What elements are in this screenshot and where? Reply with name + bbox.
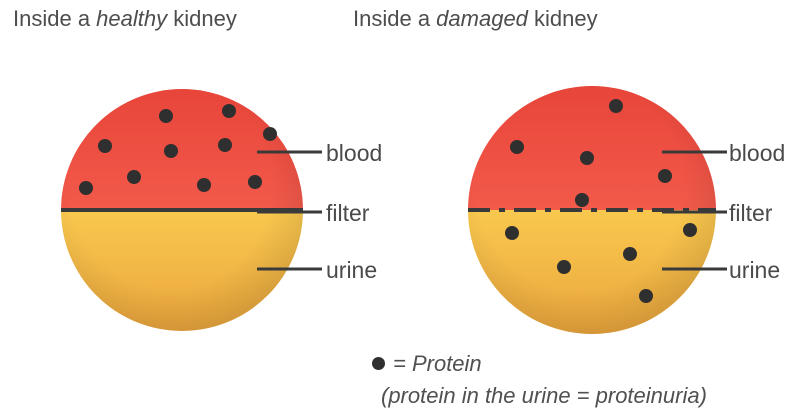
protein-dot	[510, 140, 524, 154]
damaged-sphere	[468, 86, 727, 334]
protein-dot	[683, 223, 697, 237]
healthy-urine-label: urine	[326, 257, 377, 283]
protein-dot	[222, 104, 236, 118]
protein-dot	[79, 181, 93, 195]
healthy-sphere	[61, 89, 322, 331]
damaged-urine-label: urine	[729, 257, 780, 283]
healthy-filter-label: filter	[326, 200, 370, 226]
protein-dot	[639, 289, 653, 303]
protein-dot	[127, 170, 141, 184]
protein-dot	[218, 138, 232, 152]
legend-note: (protein in the urine = proteinuria)	[381, 383, 707, 409]
protein-dot	[98, 139, 112, 153]
protein-dot	[263, 127, 277, 141]
protein-dot	[557, 260, 571, 274]
protein-dot	[609, 99, 623, 113]
protein-dot	[623, 247, 637, 261]
damaged-blood-label: blood	[729, 140, 785, 166]
protein-dot	[505, 226, 519, 240]
protein-dot	[575, 193, 589, 207]
healthy-blood-label: blood	[326, 140, 382, 166]
protein-dot	[580, 151, 594, 165]
protein-dot	[248, 175, 262, 189]
damaged-filter-label: filter	[729, 200, 773, 226]
protein-dot	[658, 169, 672, 183]
protein-dot	[164, 144, 178, 158]
legend-protein: = Protein	[372, 351, 482, 377]
legend-protein-label: = Protein	[393, 351, 482, 376]
protein-dot-icon	[372, 357, 385, 370]
protein-dot	[197, 178, 211, 192]
protein-dot	[159, 109, 173, 123]
